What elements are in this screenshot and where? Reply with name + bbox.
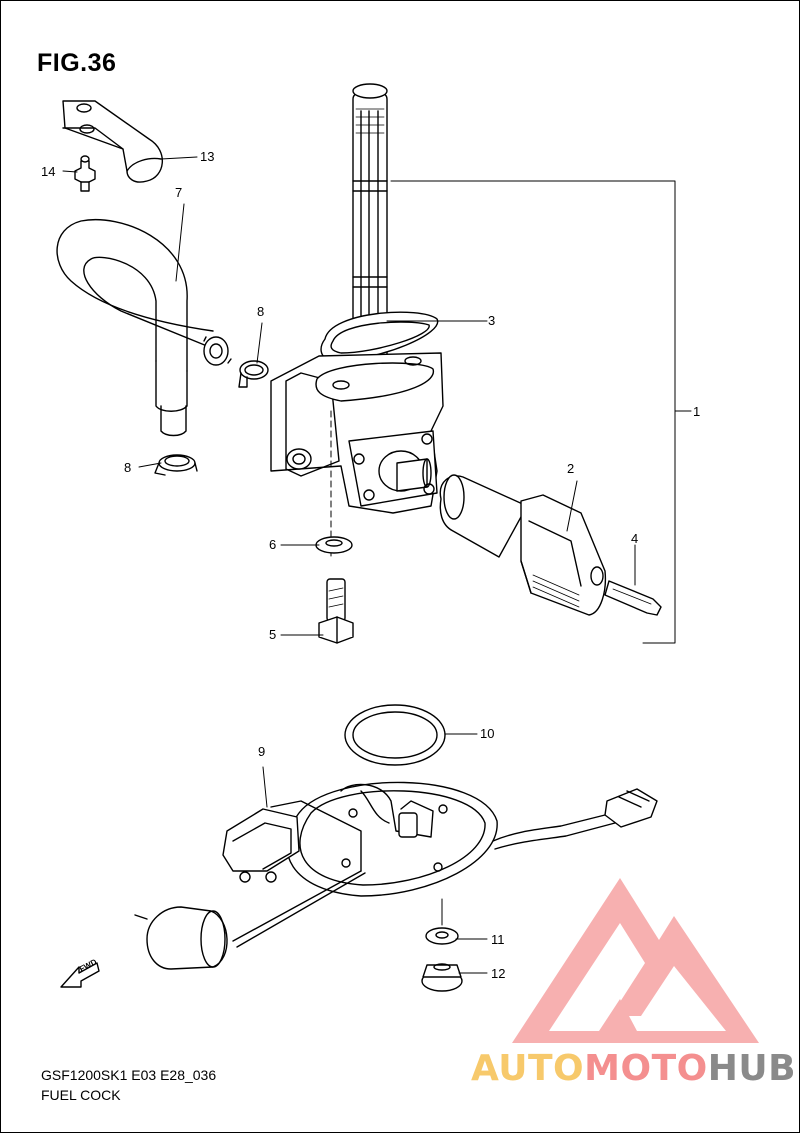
part-3-strainer: [320, 83, 439, 384]
part-4-screw: [604, 580, 662, 616]
diagram-caption: FUEL COCK: [41, 1087, 121, 1103]
watermark-auto: AUTO: [471, 1048, 585, 1089]
callout-3: 3: [488, 313, 496, 328]
watermark-moto: MOTO: [584, 1048, 708, 1089]
watermark-text: AUTOMOTOHUB: [471, 1048, 796, 1089]
part-6-washer: [315, 536, 353, 554]
callout-5: 5: [269, 627, 277, 642]
fuel-cock-body: [270, 352, 444, 557]
callout-6: 6: [269, 537, 277, 552]
leader-lines: [62, 156, 692, 974]
fwd-arrow-icon: [60, 962, 100, 988]
callout-13: 13: [200, 149, 215, 164]
callout-2: 2: [567, 461, 575, 476]
part-5-bolt: [318, 578, 354, 644]
callout-9: 9: [258, 744, 266, 759]
callout-12: 12: [491, 966, 506, 981]
callout-4: 4: [631, 531, 639, 546]
part-14-screw: [74, 155, 96, 192]
part-10-o-ring: [344, 704, 446, 766]
part-11-washer: [425, 927, 459, 945]
part-8-clip-lower: [154, 454, 198, 476]
callout-7: 7: [175, 185, 183, 200]
figure-title: FIG.36: [37, 49, 117, 77]
part-7-fuel-hose: [56, 219, 232, 437]
part-2-lever: [439, 474, 607, 616]
part-13-clamp: [62, 100, 164, 183]
watermark-hub: HUB: [707, 1048, 797, 1089]
part-8-clip-upper: [238, 360, 269, 388]
watermark-logo: [512, 878, 759, 1043]
callout-10: 10: [480, 726, 495, 741]
part-9-fuel-level-gauge: [134, 781, 658, 970]
callout-14: 14: [41, 164, 56, 179]
part-12-nut: [421, 963, 463, 992]
callout-11: 11: [491, 932, 505, 947]
callout-8-upper: 8: [257, 304, 265, 319]
model-code: GSF1200SK1 E03 E28_036: [41, 1067, 217, 1083]
callout-1: 1: [693, 404, 701, 419]
callout-8-lower: 8: [124, 460, 132, 475]
